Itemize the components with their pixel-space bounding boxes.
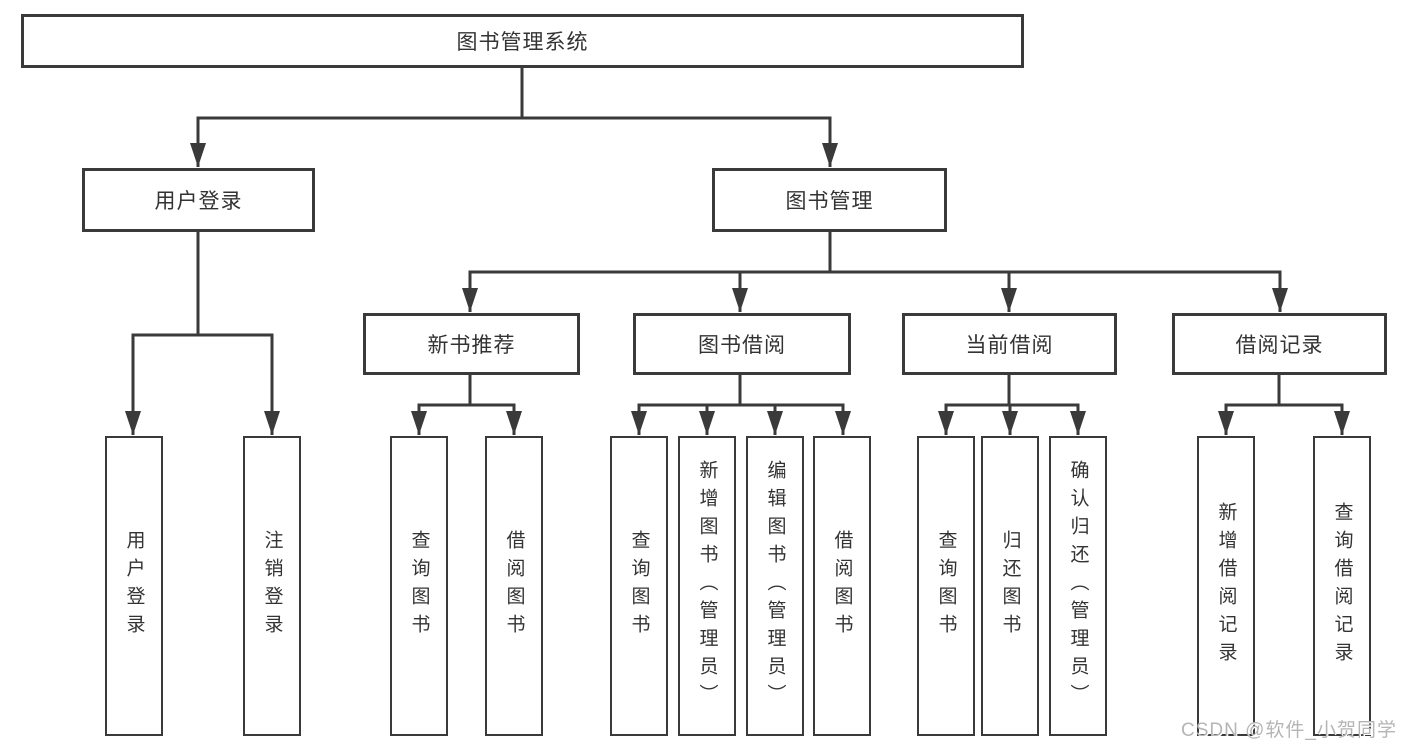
node-library-management-system: 图书管理系统	[21, 14, 1024, 68]
node-label: 查询借阅记录	[1331, 502, 1353, 670]
node-borrow-book-1: 借阅图书	[485, 436, 543, 736]
node-label: 图书借阅	[698, 334, 786, 357]
node-label: 编辑图书（管理员）	[764, 460, 786, 712]
node-label: 查询图书	[935, 530, 957, 642]
node-label: 借阅图书	[503, 530, 525, 642]
node-query-book-2: 查询图书	[610, 436, 668, 736]
node-confirm-return-admin: 确认归还（管理员）	[1049, 436, 1107, 736]
node-current-borrowing: 当前借阅	[902, 313, 1117, 375]
node-label: 查询图书	[628, 530, 650, 642]
node-add-book-admin: 新增图书（管理员）	[678, 436, 736, 736]
csdn-watermark: CSDN @软件_小贺同学	[1181, 720, 1397, 741]
node-label: 当前借阅	[965, 334, 1054, 357]
node-label: 新增借阅记录	[1215, 502, 1237, 670]
node-label: 查询图书	[408, 530, 430, 642]
node-borrowing-records: 借阅记录	[1172, 313, 1387, 375]
node-label: 确认归还（管理员）	[1067, 460, 1089, 712]
node-book-management: 图书管理	[712, 168, 947, 232]
node-new-book-recommend: 新书推荐	[363, 313, 580, 375]
node-label: 新增图书（管理员）	[696, 460, 718, 712]
node-label: 用户登录	[154, 190, 243, 213]
node-label: 新书推荐	[427, 334, 516, 357]
node-borrow-book-2: 借阅图书	[813, 436, 871, 736]
node-label: 用户登录	[123, 530, 145, 642]
node-user-login: 用户登录	[82, 168, 315, 232]
node-label: 归还图书	[999, 530, 1021, 642]
node-label: 图书管理	[785, 190, 874, 213]
node-query-borrow-record: 查询借阅记录	[1313, 436, 1371, 736]
node-logout: 注销登录	[243, 436, 301, 736]
node-edit-book-admin: 编辑图书（管理员）	[746, 436, 804, 736]
node-return-book: 归还图书	[981, 436, 1039, 736]
node-label: 借阅图书	[831, 530, 853, 642]
node-label: 借阅记录	[1235, 334, 1324, 357]
node-label: 图书管理系统	[456, 31, 589, 54]
node-label: 注销登录	[261, 530, 283, 642]
node-query-book-1: 查询图书	[390, 436, 448, 736]
node-query-book-3: 查询图书	[917, 436, 975, 736]
node-user-login-leaf: 用户登录	[105, 436, 163, 736]
node-add-borrow-record: 新增借阅记录	[1197, 436, 1255, 736]
node-book-borrowing: 图书借阅	[633, 313, 851, 375]
